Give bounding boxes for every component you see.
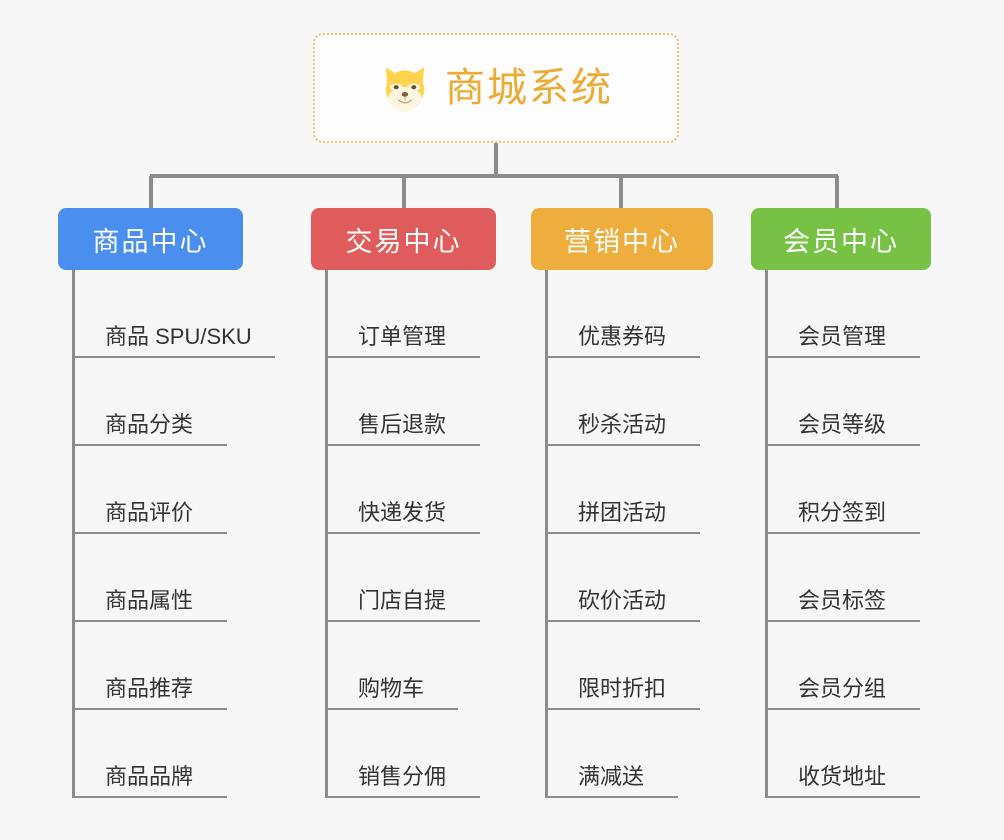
leaf-label: 订单管理 [358,324,447,349]
leaf-underline [328,620,480,622]
shiba-dog-icon [385,67,425,112]
list-item[interactable]: 快递发货 [328,446,531,534]
leaf-underline [548,532,700,534]
list-item[interactable]: 会员分组 [768,622,971,710]
leaf-underline [548,356,700,358]
leaf-label: 限时折扣 [578,676,667,701]
leaf-underline [768,532,920,534]
leaf-label: 收货地址 [798,764,887,789]
leaf-underline [548,620,700,622]
leaf-list-trade: 订单管理 售后退款 快递发货 门店自提 购物车 销售分佣 [325,270,531,798]
leaf-label: 满减送 [578,764,645,789]
list-item[interactable]: 商品评价 [75,446,308,534]
category-label: 交易中心 [345,226,462,257]
leaf-label: 会员分组 [798,676,887,701]
leaf-underline [768,796,920,798]
list-item[interactable]: 积分签到 [768,446,971,534]
leaf-underline [328,532,480,534]
list-item[interactable]: 收货地址 [768,710,971,798]
leaf-label: 会员标签 [798,588,887,613]
list-item[interactable]: 商品属性 [75,534,308,622]
leaf-label: 商品属性 [105,588,194,613]
page-title: 商城系统 [445,66,613,110]
list-item[interactable]: 满减送 [548,710,751,798]
leaf-underline [75,796,227,798]
list-item[interactable]: 优惠券码 [548,270,751,358]
leaf-list-marketing: 优惠券码 秒杀活动 拼团活动 砍价活动 限时折扣 满减送 [545,270,751,798]
leaf-underline [75,532,227,534]
category-header-trade[interactable]: 交易中心 [311,208,496,270]
category-header-member[interactable]: 会员中心 [751,208,931,270]
list-item[interactable]: 商品推荐 [75,622,308,710]
list-item[interactable]: 拼团活动 [548,446,751,534]
leaf-underline [768,620,920,622]
leaf-label: 秒杀活动 [578,412,667,437]
list-item[interactable]: 订单管理 [328,270,531,358]
leaf-underline [328,796,480,798]
list-item[interactable]: 商品分类 [75,358,308,446]
leaf-underline [768,356,920,358]
list-item[interactable]: 售后退款 [328,358,531,446]
list-item[interactable]: 会员管理 [768,270,971,358]
leaf-label: 商品 SPU/SKU [105,324,252,349]
leaf-label: 商品评价 [105,500,194,525]
list-item[interactable]: 门店自提 [328,534,531,622]
leaf-label: 砍价活动 [578,588,667,613]
list-item[interactable]: 会员等级 [768,358,971,446]
leaf-underline [548,444,700,446]
list-item[interactable]: 秒杀活动 [548,358,751,446]
leaf-label: 快递发货 [358,500,447,525]
leaf-label: 售后退款 [358,412,447,437]
leaf-underline [328,356,480,358]
leaf-label: 商品品牌 [105,764,194,789]
list-item[interactable]: 购物车 [328,622,531,710]
list-item[interactable]: 商品 SPU/SKU [75,270,308,358]
leaf-label: 门店自提 [358,588,447,613]
leaf-underline [768,708,920,710]
leaf-underline [328,708,458,710]
list-item[interactable]: 会员标签 [768,534,971,622]
leaf-label: 销售分佣 [358,764,447,789]
list-item[interactable]: 销售分佣 [328,710,531,798]
leaf-label: 商品分类 [105,412,194,437]
leaf-label: 购物车 [358,676,425,701]
branch-column-product: 商品中心 商品 SPU/SKU 商品分类 商品评价 商品属性 商品推荐 [58,208,308,798]
list-item[interactable]: 限时折扣 [548,622,751,710]
category-header-marketing[interactable]: 营销中心 [531,208,713,270]
leaf-underline [75,708,227,710]
list-item[interactable]: 商品品牌 [75,710,308,798]
leaf-list-member: 会员管理 会员等级 积分签到 会员标签 会员分组 收货地址 [765,270,971,798]
category-header-product[interactable]: 商品中心 [58,208,243,270]
leaf-label: 优惠券码 [578,324,667,349]
branch-column-marketing: 营销中心 优惠券码 秒杀活动 拼团活动 砍价活动 限时折扣 [531,208,751,798]
root-node[interactable]: 商城系统 [313,33,679,143]
branch-column-member: 会员中心 会员管理 会员等级 积分签到 会员标签 会员分组 [751,208,971,798]
leaf-label: 会员等级 [798,412,887,437]
category-label: 会员中心 [783,226,899,257]
leaf-underline [75,356,275,358]
leaf-underline [75,444,227,446]
leaf-label: 会员管理 [798,324,887,349]
category-label: 商品中心 [92,226,209,257]
leaf-label: 拼团活动 [578,500,667,525]
leaf-underline [768,444,920,446]
leaf-label: 积分签到 [798,500,887,525]
leaf-label: 商品推荐 [105,676,194,701]
leaf-underline [548,796,678,798]
list-item[interactable]: 砍价活动 [548,534,751,622]
leaf-underline [328,444,480,446]
leaf-list-product: 商品 SPU/SKU 商品分类 商品评价 商品属性 商品推荐 商品品牌 [72,270,308,798]
branch-column-trade: 交易中心 订单管理 售后退款 快递发货 门店自提 购物车 [311,208,531,798]
leaf-underline [548,708,700,710]
leaf-underline [75,620,227,622]
category-label: 营销中心 [564,226,680,257]
